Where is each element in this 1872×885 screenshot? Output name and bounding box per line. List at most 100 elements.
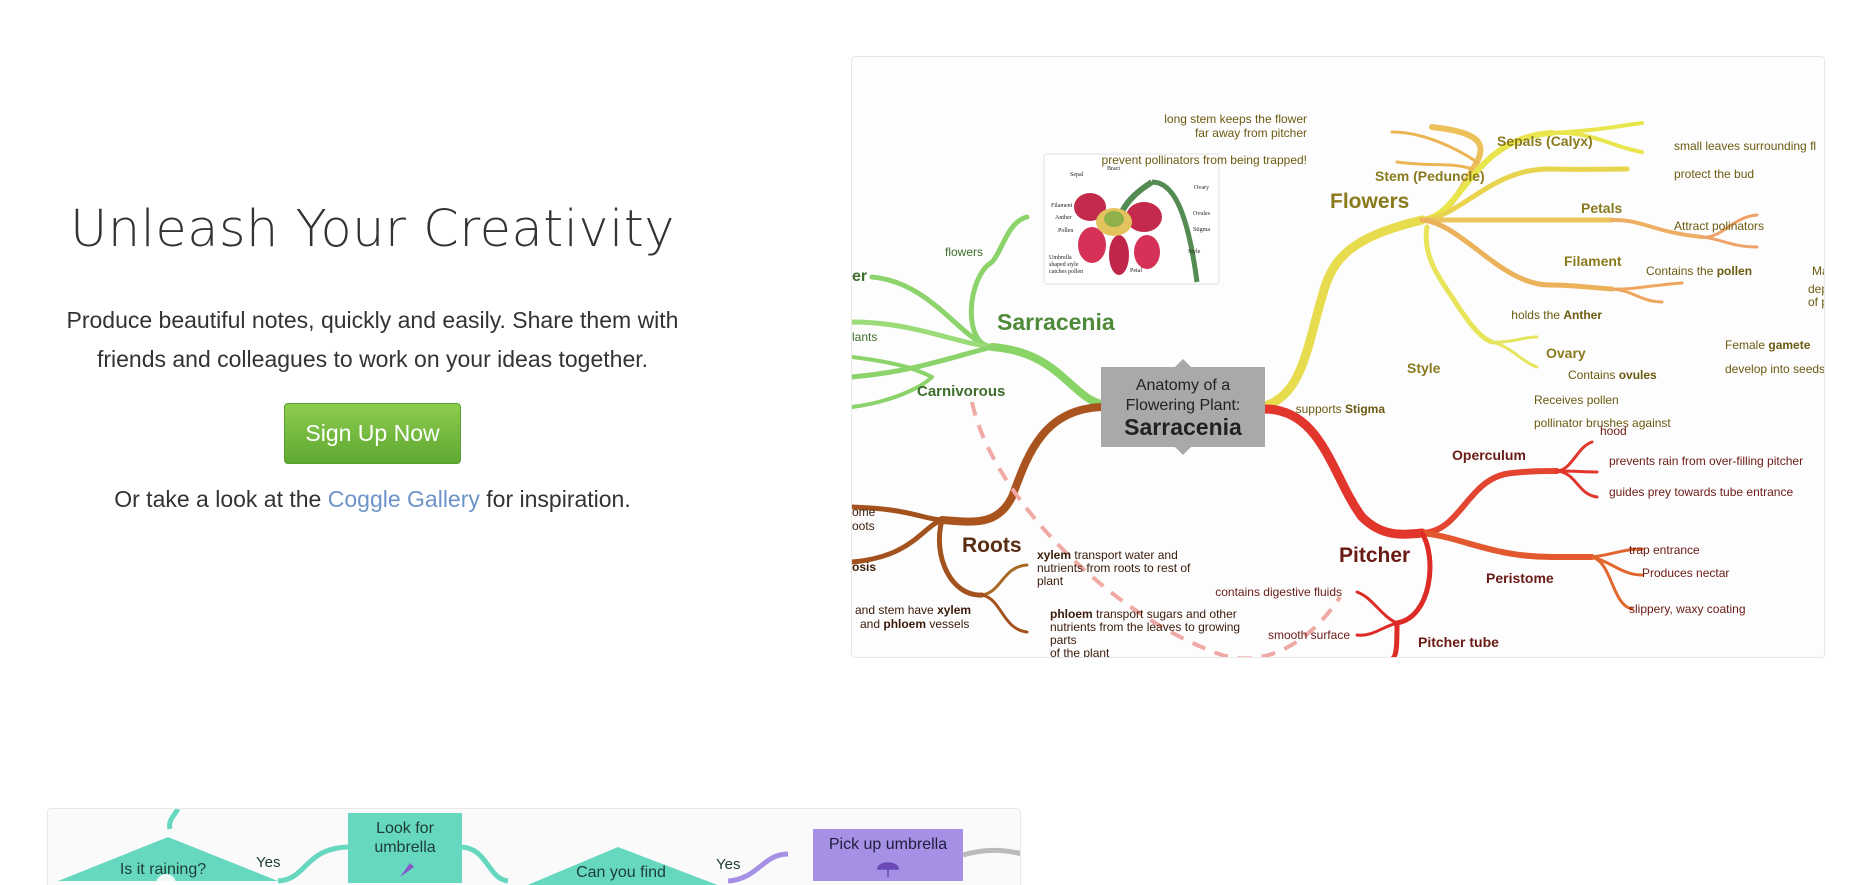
label-supports-stigma: supports Stigma — [1296, 402, 1386, 416]
label-phloem-2: nutrients from the leaves to growing — [1050, 620, 1240, 634]
dashed-link — [970, 401, 1342, 657]
label-and-phloem: and phloem vessels — [860, 617, 969, 631]
label-long-stem-2: far away from pitcher — [1195, 126, 1307, 140]
yes1-label: Yes — [256, 854, 280, 871]
label-stem-peduncle[interactable]: Stem (Peduncle) — [1375, 168, 1485, 184]
hero-desc-line2: friends and colleagues to work on your i… — [96, 346, 649, 372]
gallery-prefix: Or take a look at the — [114, 486, 328, 512]
decision-is-raining[interactable] — [58, 837, 278, 881]
label-lants: lants — [852, 330, 877, 344]
decision-can-you-find[interactable] — [518, 847, 728, 885]
pitcher-branches — [1257, 404, 1644, 657]
label-xylem-1: xylem transport water and — [1037, 548, 1178, 562]
branch-roots[interactable]: Roots — [962, 534, 1022, 557]
look-line2: umbrella — [374, 839, 435, 856]
roots-branches — [852, 403, 1106, 634]
label-xylem-2: nutrients from roots to rest of — [1037, 561, 1191, 575]
branch-sarracenia[interactable]: Sarracenia — [997, 309, 1115, 335]
label-ome: ome — [852, 505, 876, 519]
label-produces-nectar: Produces nectar — [1642, 566, 1729, 580]
label-develop-seeds: develop into seeds — [1725, 362, 1825, 376]
label-petals[interactable]: Petals — [1581, 200, 1622, 216]
label-osis: osis — [852, 560, 876, 574]
diagram-label: Umbrella — [1049, 255, 1072, 261]
gallery-line: Or take a look at the Coggle Gallery for… — [40, 486, 705, 513]
label-depo: depo — [1808, 282, 1825, 296]
diagram-label: Ovary — [1194, 185, 1209, 191]
mindmap-preview[interactable]: Sepal Bract Ovary Filament Ovules Anther… — [851, 56, 1825, 658]
diagram-label: Stigma — [1193, 227, 1210, 233]
mindmap-svg: Sepal Bract Ovary Filament Ovules Anther… — [852, 112, 1825, 658]
hero-description: Produce beautiful notes, quickly and eas… — [43, 301, 703, 379]
label-guides-prey: guides prey towards tube entrance — [1609, 485, 1793, 499]
diagram-label: Anther — [1055, 215, 1072, 221]
diagram-label: Pollen — [1058, 228, 1073, 234]
label-phloem-1: phloem transport sugars and other — [1050, 607, 1237, 621]
label-attract: Attract polinators — [1674, 219, 1764, 233]
label-holds-anther: holds the Anther — [1511, 308, 1602, 322]
label-ma: Ma — [1812, 264, 1825, 278]
umbrella-icon — [400, 863, 414, 877]
flower-diagram-image: Sepal Bract Ovary Filament Ovules Anther… — [1043, 153, 1220, 285]
flow-connector — [461, 844, 509, 884]
label-digestive: contains digestive fluids — [1215, 585, 1342, 599]
hero-section: Unleash Your Creativity Produce beautifu… — [40, 200, 705, 513]
label-female-gamete: Female gamete — [1725, 338, 1811, 352]
flow-connector — [277, 844, 349, 884]
coggle-gallery-link[interactable]: Coggle Gallery — [327, 486, 480, 512]
branch-pitcher[interactable]: Pitcher — [1339, 544, 1410, 567]
diamond-node-dot — [156, 874, 176, 885]
diagram-label: shaped style — [1049, 262, 1079, 268]
label-long-stem-1: long stem keeps the flower — [1164, 112, 1307, 126]
diagram-label: Petal — [1130, 268, 1142, 274]
label-oots: oots — [852, 519, 875, 533]
label-flowers-small: flowers — [945, 245, 983, 259]
label-peristome[interactable]: Peristome — [1486, 570, 1554, 586]
label-phloem-4: of the plant — [1050, 646, 1110, 658]
diagram-label: Bract — [1107, 166, 1120, 172]
sarracenia-branches — [852, 214, 1111, 409]
center-node[interactable]: Anatomy of a Flowering Plant: Sarracenia — [1101, 359, 1265, 455]
label-style[interactable]: Style — [1407, 360, 1441, 376]
label-small-leaves: small leaves surrounding fl — [1674, 139, 1816, 153]
branch-flowers[interactable]: Flowers — [1330, 190, 1409, 213]
label-trap-entrance: trap entrance — [1629, 543, 1700, 557]
label-hood: hood — [1600, 424, 1627, 438]
branch-carnivorous[interactable]: Carnivorous — [917, 383, 1005, 400]
label-xylem-3: plant — [1037, 574, 1064, 588]
diagram-label: Ovules — [1193, 211, 1211, 217]
q1-label: Is it raining? — [120, 861, 206, 878]
umbrella-icon — [877, 862, 899, 877]
label-receives-pollen: Receives pollen — [1534, 393, 1619, 407]
hero-title: Unleash Your Creativity — [70, 200, 675, 259]
diagram-label: Style — [1188, 249, 1201, 255]
label-operculum[interactable]: Operculum — [1452, 447, 1526, 463]
label-of-po: of po — [1808, 295, 1825, 309]
look-line1: Look for — [376, 820, 434, 837]
flowers-branches — [1257, 121, 1759, 412]
diagram-label: Filament — [1051, 203, 1073, 209]
label-smooth-surface: smooth surface — [1268, 628, 1350, 642]
center-line2: Flowering Plant: — [1126, 397, 1241, 414]
pick-label: Pick up umbrella — [829, 836, 947, 853]
center-line1: Anatomy of a — [1136, 377, 1230, 394]
label-contains-ovules: Contains ovules — [1568, 368, 1657, 382]
sign-up-button[interactable]: Sign Up Now — [284, 403, 461, 464]
flow-connector — [167, 809, 181, 830]
flowchart-preview[interactable]: Is it raining? Yes Look for umbrella Can… — [47, 808, 1021, 885]
label-contains-pollen: Contains the pollen — [1646, 264, 1752, 278]
flow-connector — [962, 847, 1020, 858]
label-filament[interactable]: Filament — [1564, 253, 1622, 269]
q2-label: Can you find — [576, 864, 666, 881]
flow-connector — [727, 851, 789, 884]
label-ovary[interactable]: Ovary — [1546, 345, 1586, 361]
label-sepals[interactable]: Sepals (Calyx) — [1497, 133, 1593, 149]
label-protect-bud: protect the bud — [1674, 167, 1754, 181]
label-prevents-rain: prevents rain from over-filling pitcher — [1609, 454, 1803, 468]
gallery-suffix: for inspiration. — [479, 486, 631, 512]
yes2-label: Yes — [716, 856, 740, 873]
label-er: er — [852, 268, 867, 285]
label-pitcher-tube[interactable]: Pitcher tube — [1418, 634, 1499, 650]
label-slippery: slippery, waxy coating — [1629, 602, 1746, 616]
label-pollinator-brushes: pollinator brushes against — [1534, 416, 1671, 430]
